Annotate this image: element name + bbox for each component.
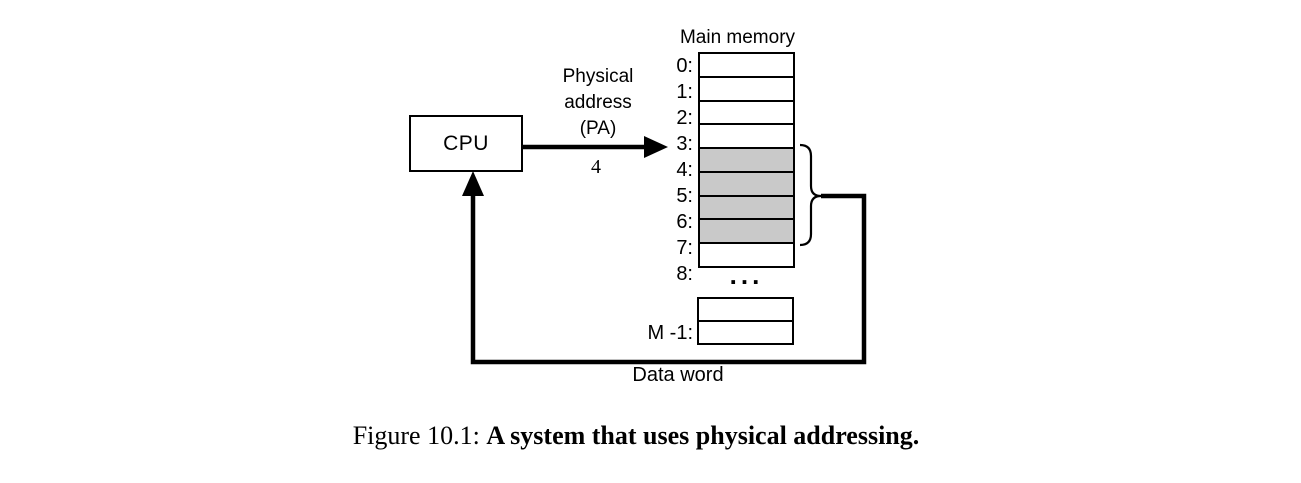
memory-cell	[700, 244, 793, 267]
memory-address-label: 4:	[676, 159, 693, 181]
memory-ellipsis: ...	[729, 260, 764, 290]
memory-address-label: 8:	[676, 263, 693, 285]
memory-cell-shaded	[700, 172, 793, 197]
memory-cell-shaded	[700, 149, 793, 173]
memory-cell-shaded	[700, 196, 793, 221]
memory-tail-labels: M -1:	[608, 297, 693, 345]
memory-cell-shaded	[700, 220, 793, 245]
memory-cell	[700, 125, 793, 150]
memory-cell	[700, 54, 793, 78]
data-word-label: Data word	[632, 364, 724, 386]
main-memory-table	[698, 52, 795, 268]
memory-cell	[699, 322, 792, 343]
memory-address-label: 2:	[676, 107, 693, 129]
figure-caption-title: A system that uses physical addressing.	[486, 421, 920, 450]
memory-address-label: 0:	[676, 55, 693, 77]
memory-address-label: 7:	[676, 237, 693, 259]
memory-address-label: 6:	[676, 211, 693, 233]
memory-address-label: 5:	[676, 185, 693, 207]
memory-address-label	[608, 297, 693, 319]
physical-address-label-line1: Physical	[562, 66, 634, 87]
brace-icon	[799, 143, 822, 247]
physical-address-value: 4	[591, 156, 601, 178]
physical-address-label: Physical address (PA)	[535, 64, 661, 142]
memory-address-labels: 0: 1: 2: 3: 4: 5: 6: 7: 8:	[628, 52, 693, 285]
memory-address-label: M -1:	[647, 322, 693, 344]
memory-cell	[699, 299, 792, 322]
figure-caption: Figure 10.1: A system that uses physical…	[0, 421, 1272, 451]
memory-tail-table	[697, 297, 794, 345]
memory-cell	[700, 77, 793, 102]
memory-address-label: 1:	[676, 81, 693, 103]
physical-address-label-line2: address	[564, 92, 632, 113]
cpu-label: CPU	[443, 131, 489, 155]
figure-caption-prefix: Figure 10.1:	[352, 421, 480, 450]
main-memory-title: Main memory	[679, 27, 796, 48]
memory-cell	[700, 101, 793, 126]
cpu-box: CPU	[409, 115, 523, 172]
physical-address-label-line3: (PA)	[579, 118, 617, 139]
memory-address-label: 3:	[676, 133, 693, 155]
